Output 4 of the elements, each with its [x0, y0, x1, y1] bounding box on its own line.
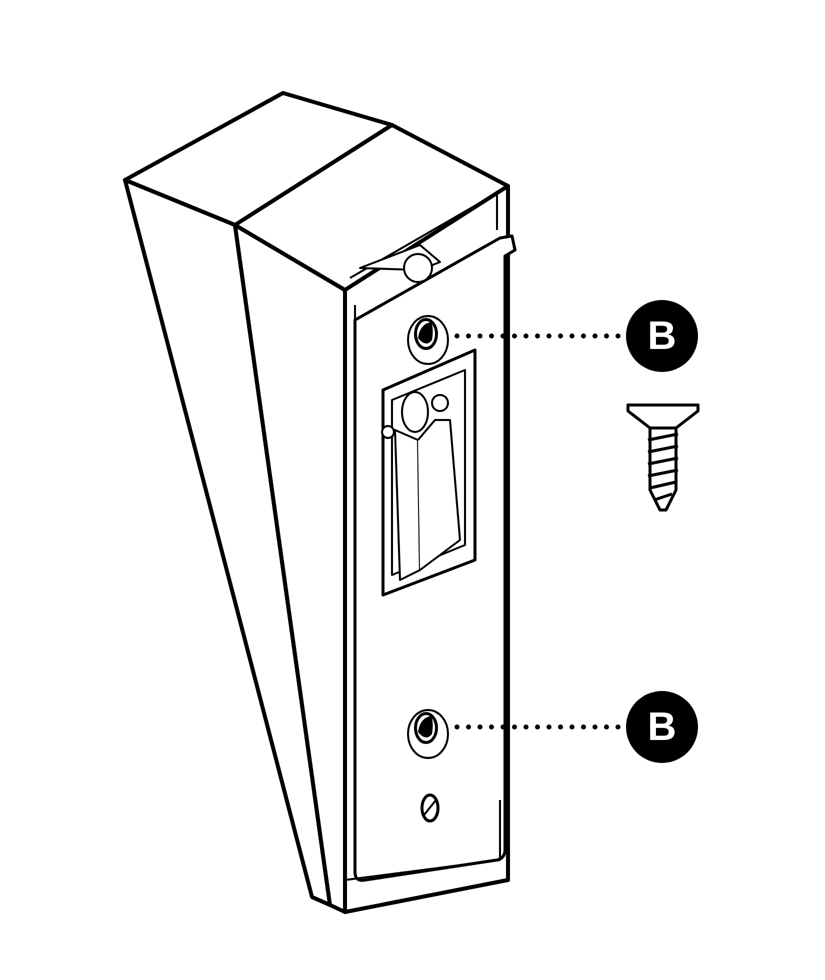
callout-letter: B: [626, 300, 698, 372]
callout-letter: B: [626, 691, 698, 763]
screw-hole: [414, 712, 438, 744]
screw-hole: [414, 318, 438, 350]
